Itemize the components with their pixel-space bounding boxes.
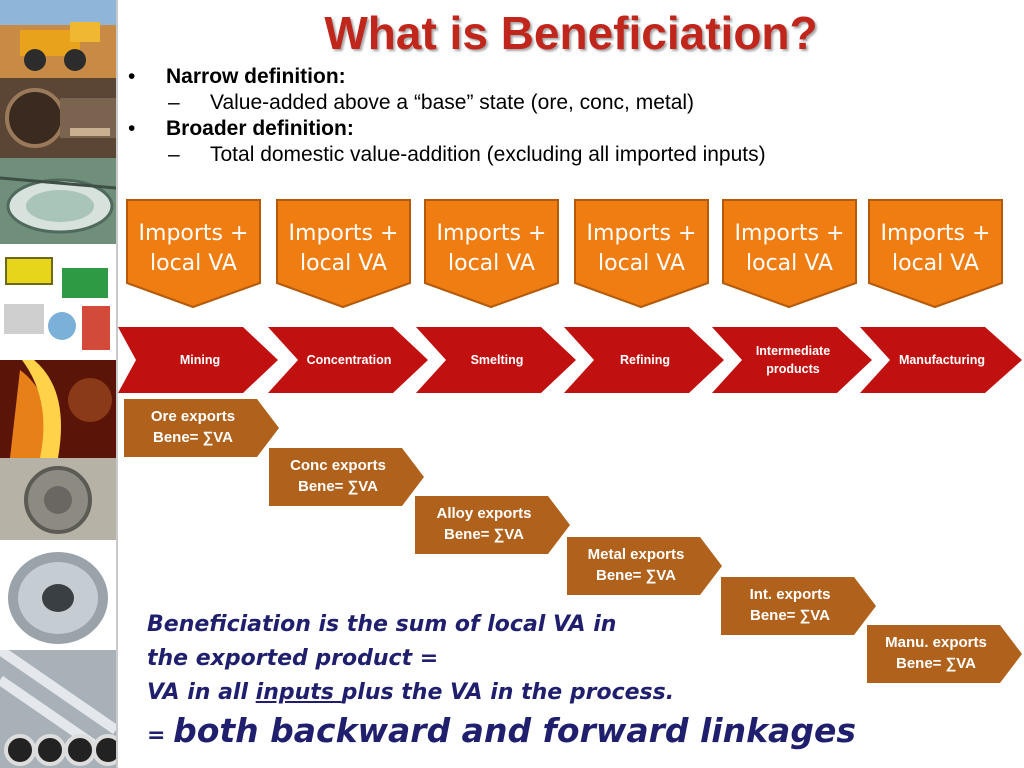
callout-line2: local VA xyxy=(892,251,979,276)
callout-line1: Imports + xyxy=(880,221,991,246)
bullet-marker: – xyxy=(168,143,180,166)
bullet-marker: – xyxy=(168,91,180,114)
export-label: Alloy exports xyxy=(436,505,532,522)
export-label: Metal exports xyxy=(587,546,685,563)
stage-label: Refining xyxy=(620,353,670,367)
summary-underlined-word: inputs xyxy=(255,680,342,705)
export-label: Manu. exports xyxy=(885,634,987,651)
imports-callout-intermediate: Imports + local VA xyxy=(720,197,859,311)
stage-label: Concentration xyxy=(306,353,392,367)
imports-callout-refining: Imports + local VA xyxy=(572,197,711,311)
stage-label: Smelting xyxy=(470,353,524,367)
bullet-text: Value-added above a “base” state (ore, c… xyxy=(210,91,695,114)
export-label: Conc exports xyxy=(290,457,386,474)
callout-line2: local VA xyxy=(746,251,833,276)
export-formula: Bene= ∑VA xyxy=(595,567,677,584)
value-chain-process: Mining Concentration Smelting Refining I… xyxy=(118,325,1024,395)
callout-line2: local VA xyxy=(448,251,535,276)
image-strip xyxy=(0,0,116,768)
callout-line2: local VA xyxy=(598,251,685,276)
export-label: Ore exports xyxy=(150,408,236,425)
stage-label: Manufacturing xyxy=(898,353,986,367)
export-label: Int. exports xyxy=(749,586,831,603)
molten-metal-photo xyxy=(0,360,116,458)
summary-line-2: the exported product = xyxy=(147,646,439,671)
stage-label: Mining xyxy=(179,353,221,367)
summary-line-3: VA in all inputs plus the VA in the proc… xyxy=(147,680,675,705)
stage-mining: Mining xyxy=(118,325,280,395)
stage-concentration: Concentration xyxy=(268,325,430,395)
bullet-text: Broader definition: xyxy=(166,117,354,140)
callout-line1: Imports + xyxy=(138,221,249,246)
stage-manufacturing: Manufacturing xyxy=(860,325,1024,395)
export-formula: Bene= ∑VA xyxy=(749,607,831,624)
excavator-photo xyxy=(0,78,116,158)
imports-callout-smelting: Imports + local VA xyxy=(422,197,561,311)
callout-line2: local VA xyxy=(300,251,387,276)
strip-divider xyxy=(116,0,118,768)
imports-callout-concentration: Imports + local VA xyxy=(274,197,413,311)
stage-refining: Refining xyxy=(564,325,726,395)
callout-line1: Imports + xyxy=(288,221,399,246)
processing-equipment-photo xyxy=(0,244,116,360)
imports-callout-mining: Imports + local VA xyxy=(124,197,263,311)
steel-pipes-photo xyxy=(0,650,116,768)
mining-truck-photo xyxy=(0,0,116,78)
export-formula: Bene= ∑VA xyxy=(152,429,234,446)
callout-line1: Imports + xyxy=(586,221,697,246)
export-formula: Bene= ∑VA xyxy=(297,478,379,495)
slide-title: What is Beneficiation? xyxy=(324,7,818,59)
callout-line1: Imports + xyxy=(436,221,547,246)
summary-line-4: = both backward and forward linkages xyxy=(147,711,856,750)
summary-line-1: Beneficiation is the sum of local VA in xyxy=(147,612,617,637)
thickener-tank-photo xyxy=(0,158,116,244)
summary-statement: Beneficiation is the sum of local VA in … xyxy=(147,608,887,753)
bullet-marker: • xyxy=(128,117,136,140)
imports-callout-manufacturing: Imports + local VA xyxy=(866,197,1005,311)
export-formula: Bene= ∑VA xyxy=(443,526,525,543)
callout-line1: Imports + xyxy=(734,221,845,246)
steel-coil-photo xyxy=(0,540,116,650)
bullet-marker: • xyxy=(128,65,136,88)
callout-line2: local VA xyxy=(150,251,237,276)
mill-plant-photo xyxy=(0,458,116,540)
stage-smelting: Smelting xyxy=(416,325,578,395)
summary-conclusion: both backward and forward linkages xyxy=(173,711,856,750)
bullet-text: Total domestic value-addition (excluding… xyxy=(210,143,766,166)
export-formula: Bene= ∑VA xyxy=(895,655,977,672)
bullet-text: Narrow definition: xyxy=(166,65,346,88)
